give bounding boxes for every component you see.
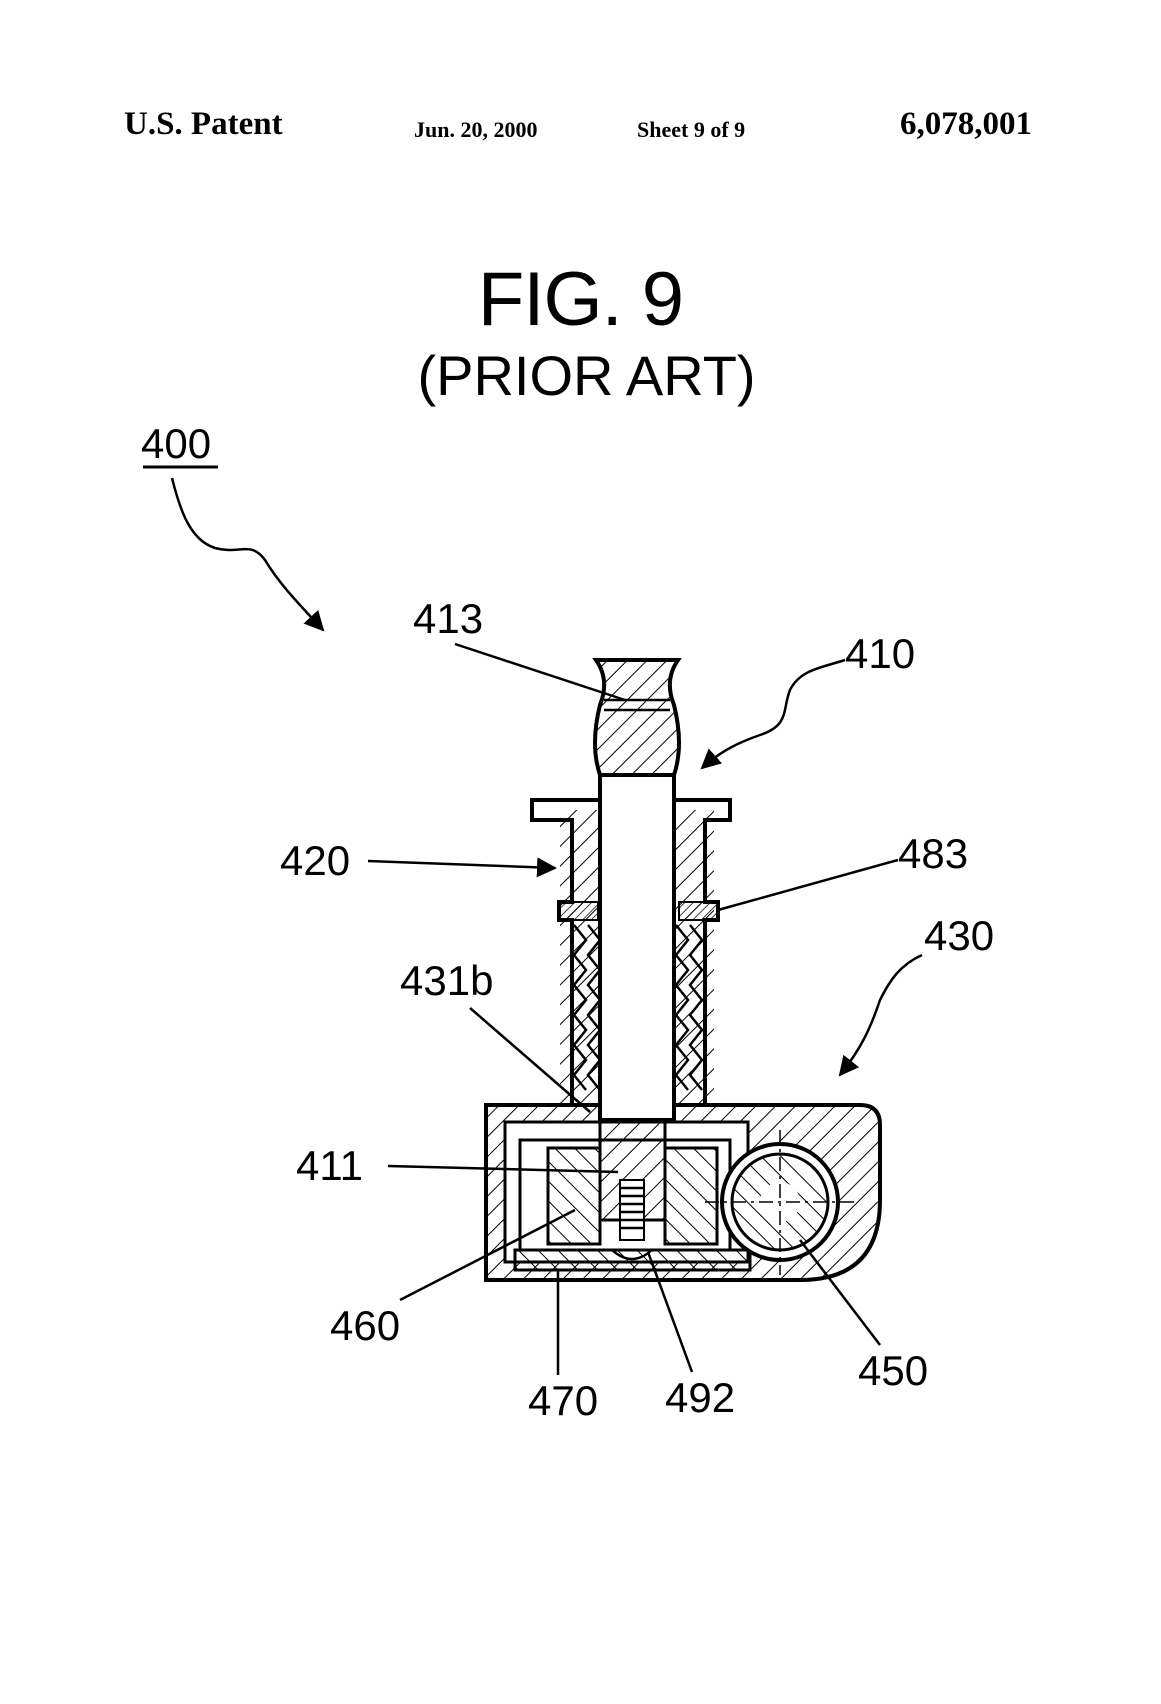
washer-483-right [678,901,719,921]
inner-mechanism [518,1118,732,1261]
leader-411 [387,1164,619,1174]
block-460-left [546,1146,602,1246]
washer-483-left [558,901,599,921]
patent-number: 6,078,001 [900,106,1032,142]
sheet-number: Sheet 9 of 9 [637,117,746,142]
screw-threads [620,1186,644,1230]
leader-410 [700,658,846,770]
label-450: 450 [858,1347,928,1394]
label-411: 411 [296,1142,363,1189]
screw-492 [619,1179,645,1241]
label-460: 460 [330,1302,400,1349]
patent-date: Jun. 20, 2000 [414,117,538,142]
label-470: 470 [528,1377,598,1424]
shaft-410 [592,658,682,1122]
block-460-right [663,1146,719,1246]
leader-450 [799,1239,881,1346]
thread-right-inner [674,924,690,1091]
label-413: 413 [413,595,483,642]
leader-413 [454,642,626,702]
leader-420 [367,857,557,878]
shaft-head-413 [592,658,682,777]
sleeve-left-wall [560,810,598,1105]
label-492: 492 [665,1374,735,1421]
label-410: 410 [845,630,915,677]
eccentric-450 [705,1130,855,1275]
patent-header-title: U.S. Patent [124,106,283,142]
leader-430 [838,953,923,1077]
leader-400 [170,477,325,632]
thread-left-outer [572,924,588,1091]
label-430: 430 [924,912,994,959]
thread-right-outer [688,924,704,1091]
label-400: 400 [141,420,211,467]
label-431b: 431b [400,957,493,1004]
leader-492 [646,1251,694,1373]
figure-subtitle: (PRIOR ART) [417,344,756,407]
sleeve-right-wall [676,810,714,1105]
leader-483 [717,858,899,912]
label-420: 420 [280,837,350,884]
ref-400: 400 [141,420,325,632]
leader-460 [399,1208,576,1302]
label-483: 483 [898,830,968,877]
leader-431b [469,1007,591,1113]
figure-title: FIG. 9 [477,257,684,342]
shaft-body [598,773,676,1122]
